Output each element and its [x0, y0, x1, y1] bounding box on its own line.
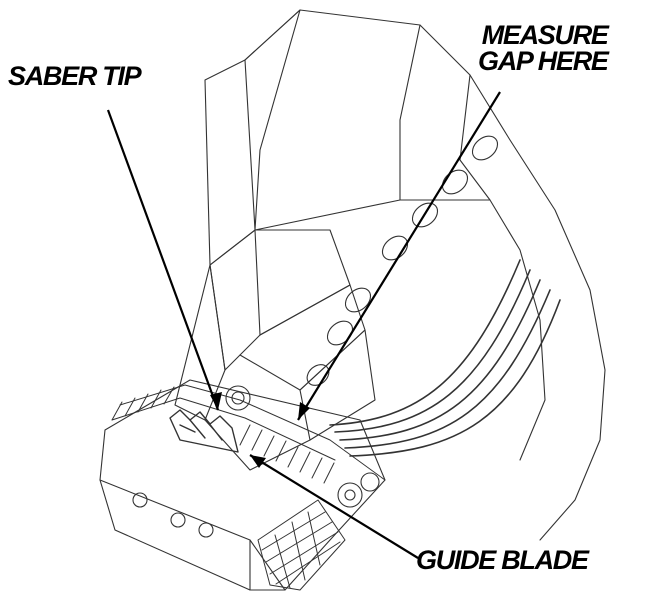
saber-tip-teeth [169, 409, 239, 453]
measure-gap-arrowhead [298, 402, 310, 420]
guide-blade-arrowhead [250, 455, 266, 468]
saber-tip-leader [106, 109, 220, 411]
base-block [99, 379, 386, 591]
measure-gap-line2: GAP HERE [478, 46, 609, 76]
saber-tip-label: SABER TIP [8, 61, 142, 91]
arm-block [174, 9, 376, 471]
measure-gap-label: MEASURE GAP HERE [478, 20, 609, 76]
saber-tip-arrowhead [210, 392, 222, 410]
crosshatch-pad [257, 499, 346, 591]
bolt-holes [225, 135, 499, 411]
base-bolts [337, 472, 380, 508]
guide-blade-leader [249, 454, 419, 559]
measure-gap-leader [297, 91, 501, 421]
measure-gap-line1: MEASURE [481, 20, 609, 50]
guide-blade-label: GUIDE BLADE [416, 545, 589, 575]
hatched-rail [111, 384, 386, 484]
wire-bundle [329, 259, 561, 457]
housing-outline [244, 9, 606, 541]
